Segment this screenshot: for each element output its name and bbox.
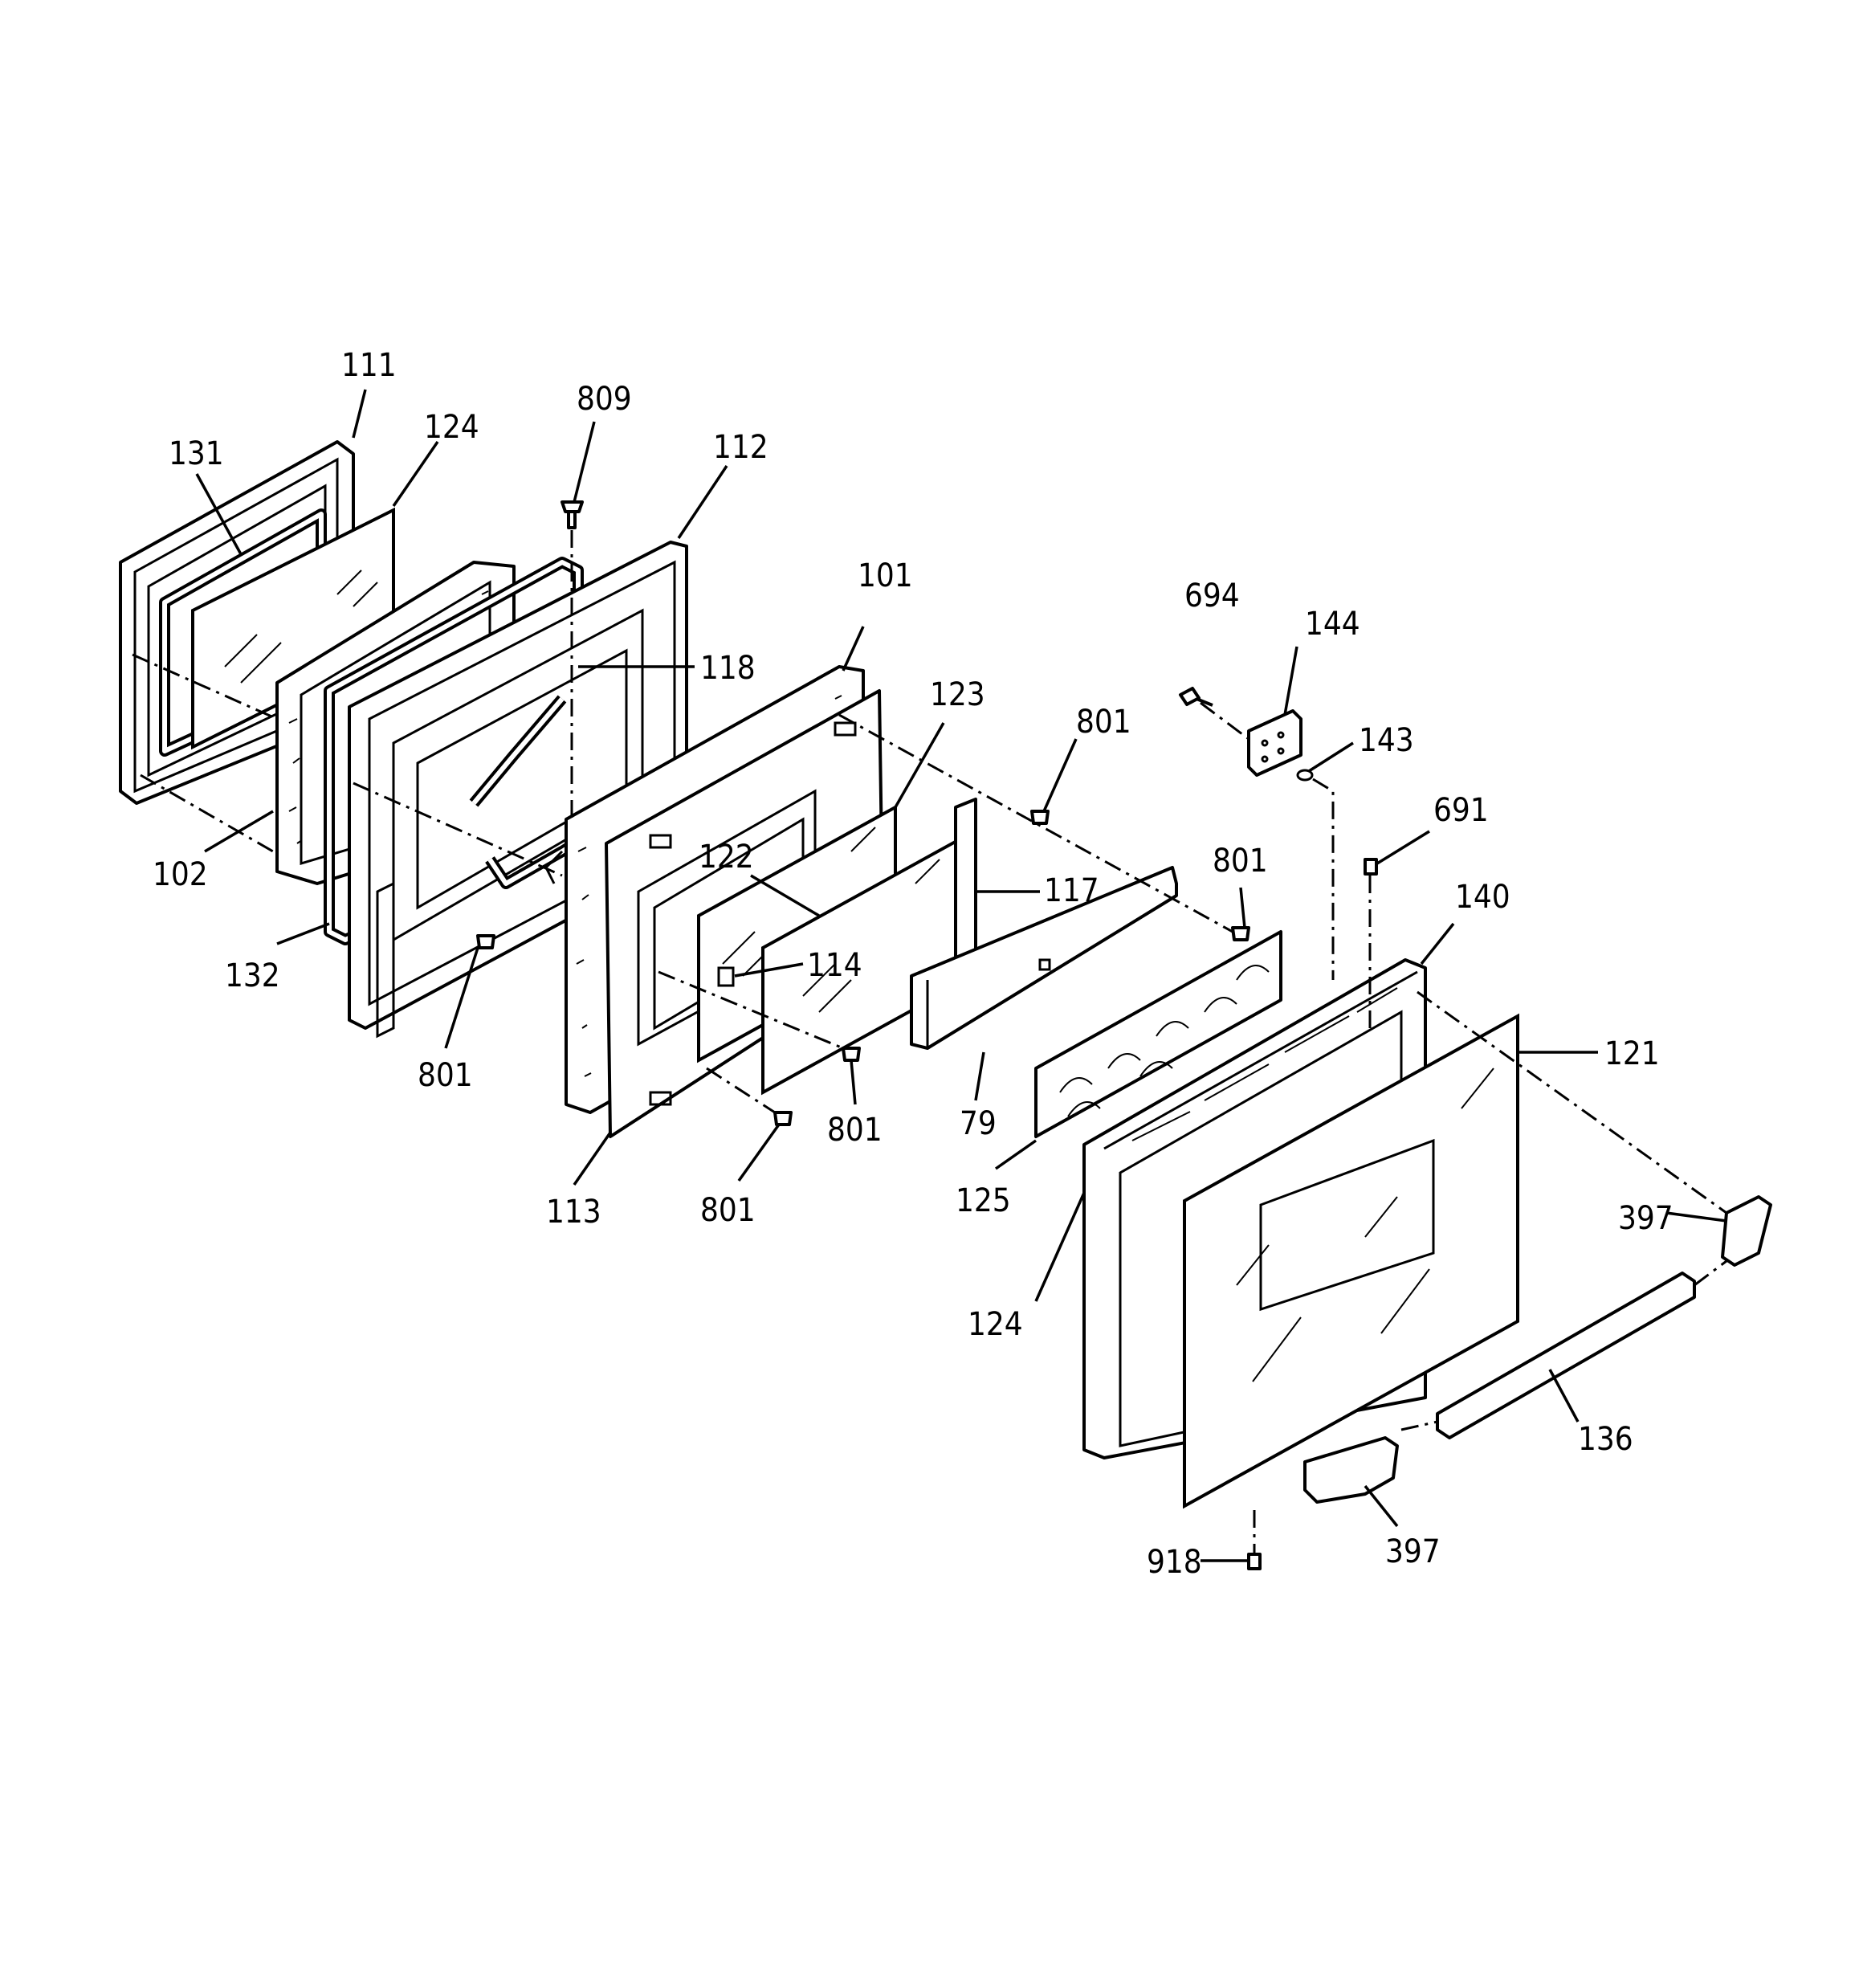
screw-801-e xyxy=(773,1111,793,1126)
callout-397-bottom: 397 xyxy=(1385,1533,1441,1570)
screw-801-d xyxy=(842,1047,861,1062)
alignment-lines xyxy=(132,530,1727,1554)
screw-918 xyxy=(1247,1553,1262,1570)
washer-143 xyxy=(1296,769,1314,782)
screw-801-c xyxy=(476,934,495,949)
callout-809: 809 xyxy=(577,381,632,418)
callout-801-center: 801 xyxy=(827,1112,883,1149)
callout-694: 694 xyxy=(1184,578,1240,614)
handle-end-cap-397-right xyxy=(1721,1195,1772,1267)
callout-113: 113 xyxy=(546,1194,601,1231)
callout-123: 123 xyxy=(930,676,985,713)
callout-124-upper: 124 xyxy=(424,409,479,446)
glass-bracket-117 xyxy=(954,798,977,974)
callout-101: 101 xyxy=(858,557,913,594)
callout-143: 143 xyxy=(1359,722,1414,759)
callout-397-right: 397 xyxy=(1618,1200,1673,1237)
screw-801-a xyxy=(1030,810,1050,825)
glass-clip-114 xyxy=(717,966,735,987)
callout-691: 691 xyxy=(1433,792,1489,829)
callout-801-bottom: 801 xyxy=(700,1192,756,1229)
callout-112: 112 xyxy=(713,429,768,466)
callout-102: 102 xyxy=(153,856,208,893)
leader-lines xyxy=(195,389,1727,1562)
handle-end-cap-397-left xyxy=(1303,1436,1399,1504)
callout-79: 79 xyxy=(960,1105,997,1142)
screw-691 xyxy=(1364,858,1378,876)
callout-118: 118 xyxy=(700,650,756,687)
screw-809 xyxy=(561,500,584,529)
callout-140: 140 xyxy=(1455,879,1510,916)
screw-694 xyxy=(1179,687,1213,707)
screw-801-b xyxy=(1231,926,1250,941)
door-handle-136 xyxy=(1436,1272,1696,1439)
callout-122: 122 xyxy=(699,839,754,876)
insulation-strip-125 xyxy=(1034,930,1282,1138)
callout-111: 111 xyxy=(341,347,397,384)
callout-124-lower: 124 xyxy=(968,1306,1023,1343)
callout-801-left: 801 xyxy=(418,1057,473,1094)
outer-door-glass-121 xyxy=(1183,1013,1519,1509)
callout-117: 117 xyxy=(1044,872,1099,909)
hinge-bracket-144 xyxy=(1247,709,1302,777)
callout-136: 136 xyxy=(1578,1421,1633,1458)
vent-rail-79 xyxy=(910,866,1178,1050)
callout-801-upper: 801 xyxy=(1076,704,1131,741)
callout-131: 131 xyxy=(169,435,224,472)
callout-144: 144 xyxy=(1305,606,1360,643)
callout-132: 132 xyxy=(225,957,280,994)
callout-918: 918 xyxy=(1147,1544,1202,1581)
callout-114: 114 xyxy=(807,947,862,984)
callout-121: 121 xyxy=(1604,1035,1660,1072)
callout-801-right: 801 xyxy=(1213,843,1268,880)
callout-labels: 111 131 124 809 112 118 101 123 801 694 … xyxy=(153,347,1673,1581)
callout-125: 125 xyxy=(956,1182,1011,1219)
